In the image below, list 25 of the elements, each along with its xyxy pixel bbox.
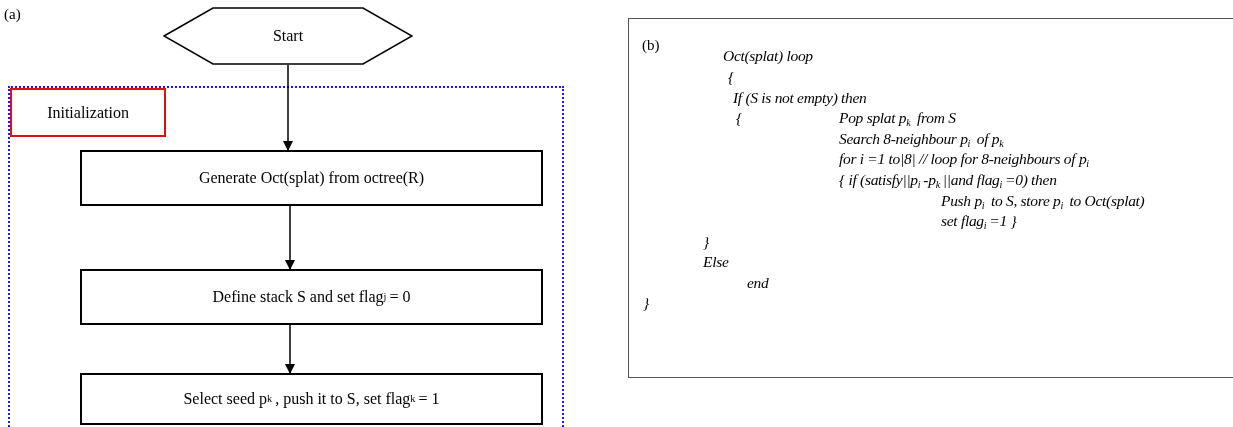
arrow xyxy=(285,205,295,270)
start-terminator xyxy=(163,7,413,65)
code-line: Else xyxy=(703,253,729,271)
initialization-group xyxy=(8,86,564,427)
code-line: Oct(splat) loop xyxy=(723,47,813,65)
code-line: Pop splat p$_{k}$ from S xyxy=(839,109,956,127)
code-line: end xyxy=(747,274,769,292)
pseudocode-box xyxy=(628,18,1233,378)
process-box: Generate Oct(splat) from octree(R) xyxy=(80,150,543,206)
code-line: If (S is not empty) then xyxy=(733,89,867,107)
arrow xyxy=(285,324,295,374)
arrow xyxy=(283,64,293,151)
code-line: { if (satisfy||p$_{i}$-p$_{k}$||and flag$_{i}$=0) then xyxy=(839,171,1057,189)
start-label: Start xyxy=(272,27,304,45)
code-line: for i =1 to|8| // loop for 8-neighbours of p$_{i}$ xyxy=(839,150,1090,168)
code-line: } xyxy=(643,294,649,312)
code-line: Search 8-neighbour p$_{i}$ of p$_{k}$ xyxy=(839,130,1005,148)
code-line: } xyxy=(703,233,709,251)
code-line: { xyxy=(736,109,742,127)
panel-label: (b) xyxy=(642,37,660,54)
code-line: set flag$_{i}$=1 } xyxy=(941,212,1017,230)
code-line: Push p$_{i}$ to S, store p$_{i}$ to Oct(splat) xyxy=(941,192,1145,210)
group-title-label: Initialization xyxy=(10,88,166,137)
panel-label: (a) xyxy=(4,6,21,23)
code-line: { xyxy=(728,68,734,86)
